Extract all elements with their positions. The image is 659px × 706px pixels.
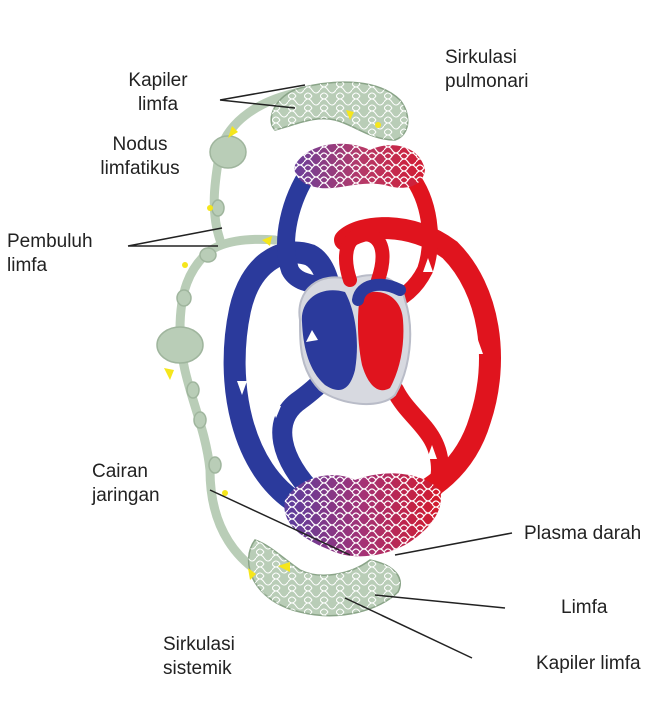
label-sirkulasi-sistemik: Sirkulasi sistemik bbox=[163, 633, 283, 681]
label-kapiler-limfa-top: Kapiler limfa bbox=[108, 69, 208, 117]
label-nodus-limfatikus: Nodus limfatikus bbox=[80, 133, 200, 181]
aortic-arch bbox=[346, 234, 382, 280]
leader-limfa bbox=[375, 595, 505, 608]
lymph-arrow-icon bbox=[164, 368, 174, 380]
lymph-node-top bbox=[210, 136, 246, 168]
lymph-node-small bbox=[177, 290, 191, 306]
lymph-node-mid bbox=[157, 327, 203, 363]
lymph-node-small bbox=[194, 412, 206, 428]
lymph-node-small bbox=[212, 200, 224, 216]
label-limfa: Limfa bbox=[561, 596, 641, 620]
leader-pembuluh-limfa bbox=[128, 228, 222, 246]
lymph-node-small bbox=[200, 248, 216, 262]
label-kapiler-limfa-bottom: Kapiler limfa bbox=[536, 652, 656, 676]
lymph-node-small bbox=[209, 457, 221, 473]
leader-kapiler-limfa-bottom bbox=[345, 598, 472, 658]
label-cairan-jaringan: Cairan jaringan bbox=[92, 460, 202, 508]
label-plasma-darah: Plasma darah bbox=[524, 522, 654, 546]
label-pembuluh-limfa: Pembuluh limfa bbox=[7, 230, 127, 278]
lymph-node-small bbox=[187, 382, 199, 398]
label-sirkulasi-pulmonari: Sirkulasi pulmonari bbox=[445, 46, 585, 94]
